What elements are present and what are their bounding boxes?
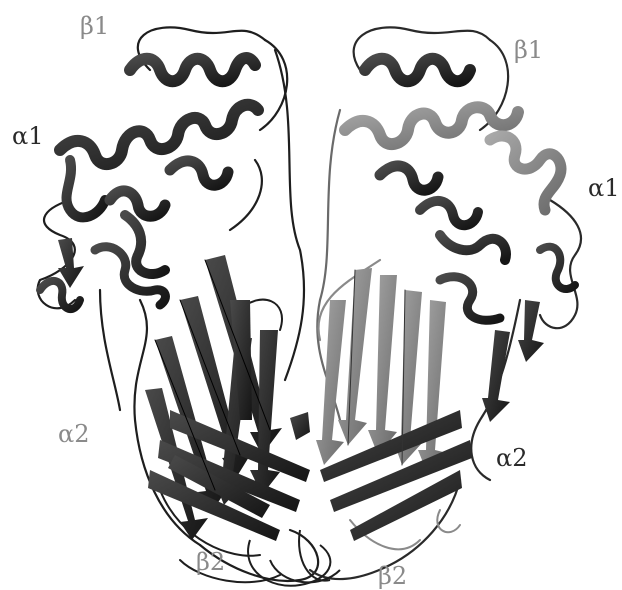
left-chain: [38, 27, 318, 582]
label-beta1-left: β1: [80, 14, 109, 38]
label-alpha2-right: α2: [496, 446, 527, 470]
label-alpha2-left: α2: [58, 422, 89, 446]
label-beta2-right: β2: [378, 564, 407, 588]
label-alpha1-left: α1: [12, 124, 43, 148]
label-beta2-left: β2: [196, 550, 225, 574]
label-alpha1-right: α1: [588, 176, 619, 200]
right-chain: [310, 27, 581, 579]
label-beta1-right: β1: [514, 38, 543, 62]
